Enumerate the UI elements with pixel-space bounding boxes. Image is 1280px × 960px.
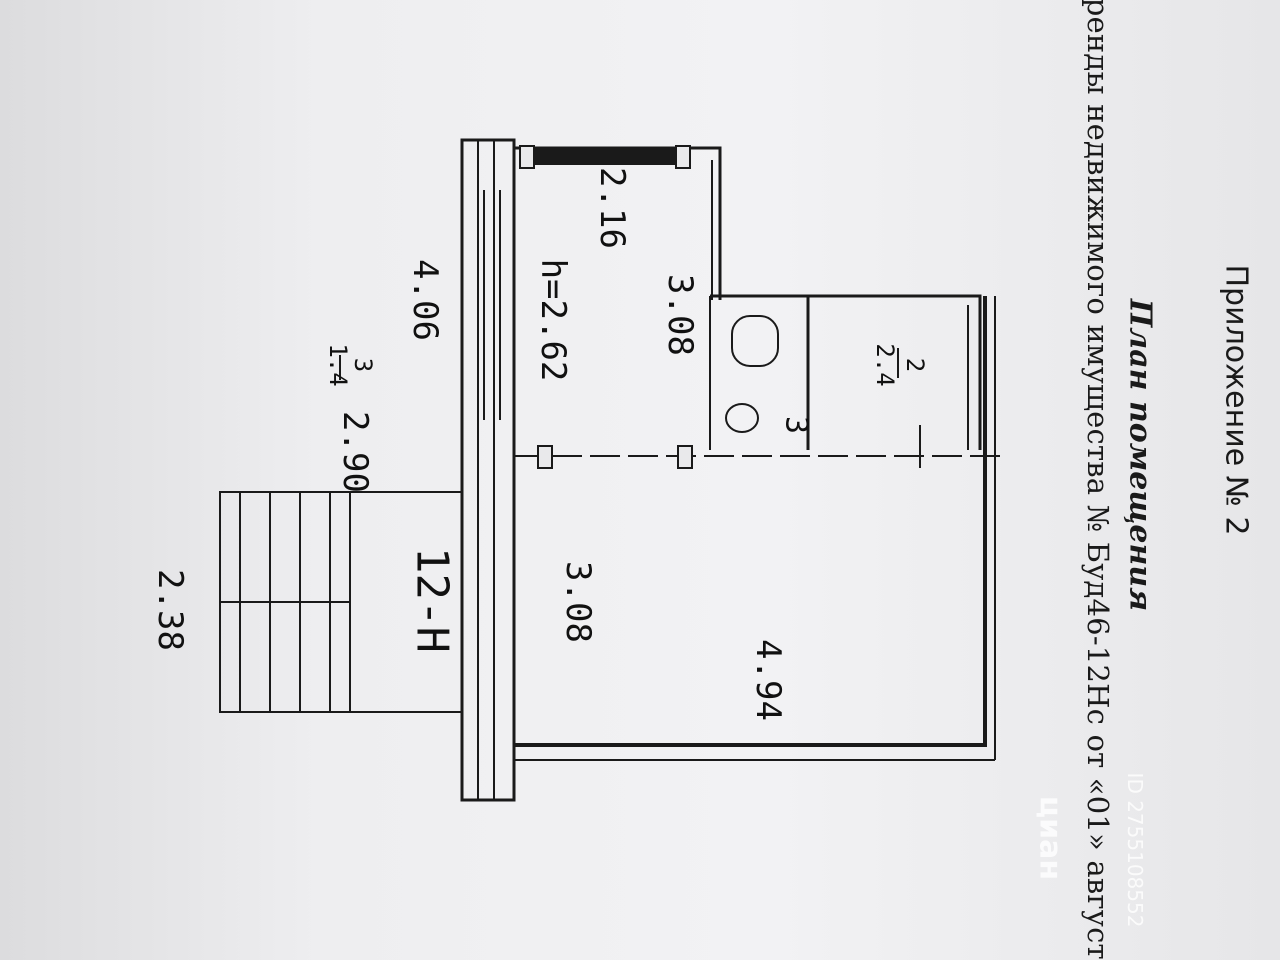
dim-top-room-width: 3.08: [660, 274, 700, 356]
document-subtitle: аренды недвижимого имущества № Буд46-12Н…: [1081, 0, 1115, 960]
dim-room3-area-num: 3: [349, 357, 377, 373]
appendix-label: Приложение № 2: [1218, 264, 1254, 536]
wc-number: 3: [778, 415, 814, 435]
toilet-icon: [731, 315, 779, 367]
dim-top-room-height: h=2.62: [533, 258, 573, 382]
watermark-logo: циан: [1032, 795, 1068, 881]
watermark-id: ID 2755108552: [1123, 772, 1147, 928]
exterior-wall: [460, 138, 516, 802]
dim-stairs-length: 2.38: [150, 569, 190, 651]
entrance: [349, 491, 463, 713]
window: [529, 147, 691, 165]
dim-top-room-depth: 2.16: [592, 167, 632, 249]
dim-main-room-length: 4.94: [748, 639, 788, 721]
main-room-wall: [514, 296, 987, 747]
dim-outer-wall-length: 4.06: [405, 259, 445, 341]
bathroom-wall: [710, 294, 982, 450]
document-title: План помещения: [1122, 298, 1158, 612]
dim-room3-width: 2.90: [335, 411, 375, 493]
dim-room2-area-num: 2: [901, 357, 929, 373]
unit-label: 12-Н: [406, 547, 458, 653]
dim-room3-area-den: 1.4: [324, 343, 352, 387]
dim-main-room-width: 3.08: [558, 561, 598, 643]
dim-room2-area-den: 2.4: [871, 343, 899, 387]
